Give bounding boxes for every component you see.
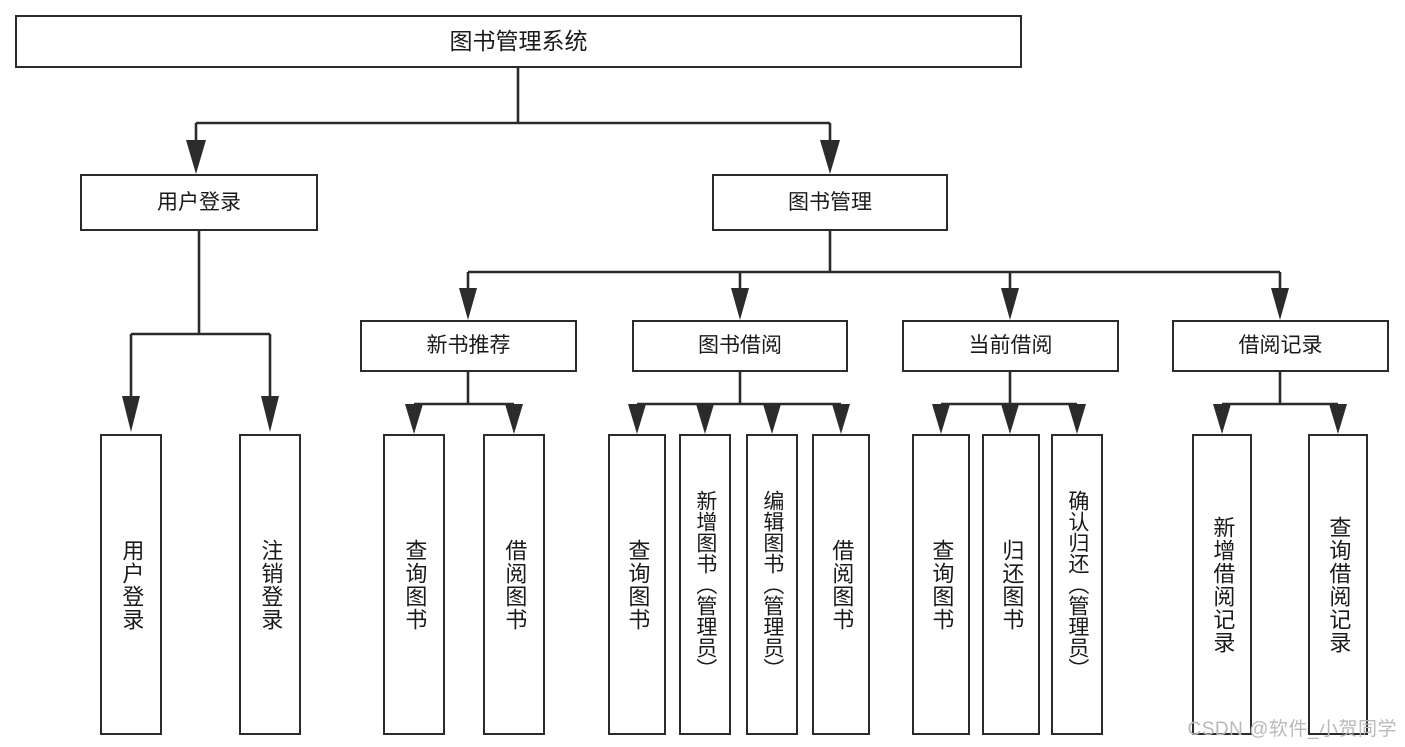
node-leaf-confirm-return-admin[interactable]: 确认归还（管理员） — [1051, 434, 1103, 735]
node-current-borrow-label: 当前借阅 — [968, 334, 1053, 358]
node-leaf-user-login-label: 用户登录 — [119, 538, 145, 631]
arrow-head-book-borrow — [731, 288, 749, 320]
arrow-head-current-borrow-leaf-0 — [932, 404, 950, 434]
arrow-head-current-borrow — [1001, 288, 1019, 320]
arrow-head-user-login-leaf-0 — [122, 396, 140, 432]
node-leaf-query-book-borrow[interactable]: 查询图书 — [608, 434, 666, 735]
arrow-head-new-book — [459, 288, 477, 320]
node-leaf-query-book-current[interactable]: 查询图书 — [912, 434, 970, 735]
node-leaf-user-login[interactable]: 用户登录 — [100, 434, 162, 735]
node-leaf-add-borrow-record[interactable]: 新增借阅记录 — [1192, 434, 1252, 735]
node-leaf-return-book-label: 归还图书 — [999, 538, 1025, 631]
node-leaf-query-book-recommend-label: 查询图书 — [402, 538, 428, 631]
arrow-head-current-borrow-leaf-1 — [1001, 404, 1019, 434]
node-new-book-recommend[interactable]: 新书推荐 — [360, 320, 577, 372]
node-user-login-label: 用户登录 — [157, 190, 241, 214]
arrow-head-book-manage — [820, 140, 840, 174]
arrow-head-new-book-leaf-0 — [405, 404, 423, 434]
arrow-head-new-book-leaf-1 — [505, 404, 523, 434]
node-leaf-edit-book-admin[interactable]: 编辑图书（管理员） — [746, 434, 798, 735]
node-leaf-return-book[interactable]: 归还图书 — [982, 434, 1040, 735]
arrow-head-current-borrow-leaf-2 — [1068, 404, 1086, 434]
arrow-head-book-borrow-leaf-3 — [832, 404, 850, 434]
node-leaf-logout[interactable]: 注销登录 — [239, 434, 301, 735]
node-leaf-query-borrow-record-label: 查询借阅记录 — [1326, 515, 1352, 654]
node-leaf-borrow-book-label: 借阅图书 — [829, 538, 855, 631]
node-leaf-borrow-book-recommend[interactable]: 借阅图书 — [483, 434, 545, 735]
arrow-head-user-login-leaf-1 — [261, 396, 279, 432]
watermark: CSDN @软件_小贺同学 — [1187, 719, 1397, 740]
node-leaf-confirm-return-admin-label: 确认归还（管理员） — [1065, 490, 1089, 679]
node-book-manage[interactable]: 图书管理 — [712, 174, 948, 231]
node-borrow-record[interactable]: 借阅记录 — [1172, 320, 1389, 372]
node-leaf-edit-book-admin-label: 编辑图书（管理员） — [760, 490, 784, 679]
node-leaf-add-book-admin-label: 新增图书（管理员） — [693, 490, 717, 679]
arrow-head-borrow-record-leaf-0 — [1213, 404, 1231, 434]
arrow-head-book-borrow-leaf-2 — [763, 404, 781, 434]
node-leaf-query-borrow-record[interactable]: 查询借阅记录 — [1308, 434, 1368, 735]
arrow-head-user-login — [186, 140, 206, 174]
node-leaf-query-book-recommend[interactable]: 查询图书 — [383, 434, 445, 735]
node-book-borrow[interactable]: 图书借阅 — [632, 320, 848, 372]
node-user-login[interactable]: 用户登录 — [80, 174, 318, 231]
node-current-borrow[interactable]: 当前借阅 — [902, 320, 1119, 372]
arrow-head-book-borrow-leaf-1 — [696, 404, 714, 434]
node-leaf-add-book-admin[interactable]: 新增图书（管理员） — [679, 434, 731, 735]
node-leaf-logout-label: 注销登录 — [258, 538, 284, 631]
arrow-head-borrow-record-leaf-1 — [1329, 404, 1347, 434]
node-leaf-query-book-current-label: 查询图书 — [929, 538, 955, 631]
node-leaf-borrow-book-recommend-label: 借阅图书 — [502, 538, 528, 631]
arrow-head-book-borrow-leaf-0 — [628, 404, 646, 434]
node-root-label: 图书管理系统 — [449, 27, 588, 54]
node-leaf-borrow-book[interactable]: 借阅图书 — [812, 434, 870, 735]
node-new-book-recommend-label: 新书推荐 — [426, 334, 511, 358]
node-book-borrow-label: 图书借阅 — [698, 334, 782, 358]
node-root[interactable]: 图书管理系统 — [15, 15, 1022, 68]
arrow-head-borrow-record — [1271, 288, 1289, 320]
node-leaf-query-book-borrow-label: 查询图书 — [625, 538, 651, 631]
node-book-manage-label: 图书管理 — [788, 190, 872, 214]
node-borrow-record-label: 借阅记录 — [1238, 334, 1323, 358]
node-leaf-add-borrow-record-label: 新增借阅记录 — [1210, 515, 1236, 654]
